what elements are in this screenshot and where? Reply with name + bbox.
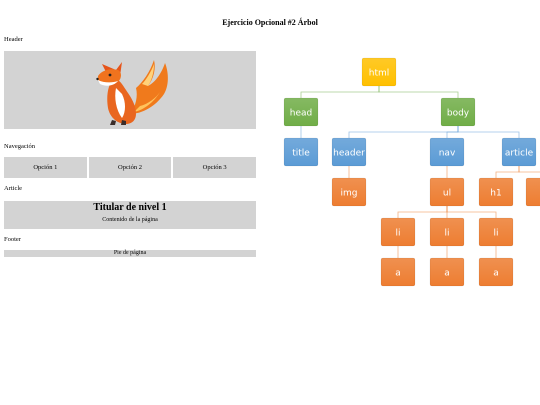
footer-box: Pie de página — [4, 250, 256, 257]
tree-node-label-title: title — [292, 149, 310, 159]
tree-node-a1: a — [380, 257, 416, 287]
tree-node-label-li1: li — [395, 229, 400, 239]
footer-text: Pie de página — [113, 250, 147, 256]
tree-node-label-nav: nav — [439, 149, 456, 159]
tree-node-a3: a — [478, 257, 514, 287]
nav-option-3[interactable]: Opción 3 — [173, 157, 257, 178]
tree-node-label-header: header — [333, 149, 365, 159]
tree-node-header: header — [331, 137, 367, 167]
tree-node-body: body — [440, 97, 476, 127]
tree-node-box-html — [361, 57, 397, 87]
tree-node-img: img — [331, 177, 367, 207]
tree-node-box-nav — [429, 137, 465, 167]
tree-edge-ul-li1 — [397, 206, 448, 218]
tree-node-title: title — [283, 137, 319, 167]
article-heading: Titular de nivel 1 — [93, 202, 167, 213]
tree-node-box-a2 — [429, 257, 465, 287]
tree-node-label-a2: a — [444, 269, 450, 279]
navigation-bar: Opción 1 Opción 2 Opción 3 — [4, 157, 257, 178]
tree-node-box-a1 — [380, 257, 416, 287]
tree-node-p — [525, 177, 540, 207]
tree-node-label-ul: ul — [443, 189, 451, 199]
tree-node-label-h1: h1 — [490, 189, 501, 199]
tree-node-box-article — [501, 137, 537, 167]
tree-node-ul: ul — [429, 177, 465, 207]
tree-node-head: head — [283, 97, 319, 127]
tree-node-article: article — [501, 137, 537, 167]
tree-node-a2: a — [429, 257, 465, 287]
page-title: Ejercicio Opcional #2 Árbol — [222, 18, 318, 27]
tree-node-h1: h1 — [478, 177, 514, 207]
article-content: Contenido de la página — [102, 217, 158, 223]
tree-node-box-li3 — [478, 217, 514, 247]
nav-option-1[interactable]: Opción 1 — [4, 157, 87, 178]
tree-node-box-h1 — [478, 177, 514, 207]
navigation-section-label: Navegación — [4, 143, 36, 150]
tree-node-box-a3 — [478, 257, 514, 287]
tree-node-li2: li — [429, 217, 465, 247]
tree-node-label-li2: li — [444, 229, 449, 239]
fox-logo-icon — [96, 60, 168, 125]
tree-edge-body-header — [348, 126, 459, 138]
tree-connectors — [300, 86, 540, 258]
nav-option-2[interactable]: Opción 2 — [88, 157, 172, 178]
tree-node-label-a1: a — [395, 269, 401, 279]
tree-edge-body-nav — [446, 126, 459, 138]
header-box — [4, 51, 256, 129]
tree-node-box-img — [331, 177, 367, 207]
tree-node-box-p — [525, 177, 540, 207]
tree-node-box-li2 — [429, 217, 465, 247]
article-section-label: Article — [4, 185, 23, 192]
tree-node-li3: li — [478, 217, 514, 247]
header-section-label: Header — [4, 36, 23, 43]
tree-edge-body-article — [457, 126, 520, 138]
tree-edge-article-p — [518, 166, 540, 173]
tree-node-li1: li — [380, 217, 416, 247]
tree-node-box-title — [283, 137, 319, 167]
footer-section-label: Footer — [4, 236, 21, 243]
tree-node-box-body — [440, 97, 476, 127]
tree-node-box-header — [331, 137, 367, 167]
tree-node-html: html — [361, 57, 397, 87]
tree-node-label-head: head — [290, 109, 312, 119]
tree-edge-html-head — [300, 86, 380, 98]
tree-edge-html-body — [378, 86, 459, 98]
tree-edge-ul-li3 — [446, 206, 497, 218]
tree-node-label-html: html — [369, 69, 390, 79]
tree-node-label-a3: a — [493, 269, 499, 279]
tree-node-label-img: img — [341, 189, 358, 199]
article-box: Titular de nivel 1 Contenido de la págin… — [4, 201, 256, 229]
tree-node-box-head — [283, 97, 319, 127]
tree-node-label-body: body — [447, 109, 470, 119]
tree-edge-article-h1 — [495, 166, 520, 178]
tree-node-label-li3: li — [493, 229, 498, 239]
tree-node-label-article: article — [505, 149, 534, 159]
tree-node-box-ul — [429, 177, 465, 207]
tree-node-box-li1 — [380, 217, 416, 247]
tree-node-nav: nav — [429, 137, 465, 167]
